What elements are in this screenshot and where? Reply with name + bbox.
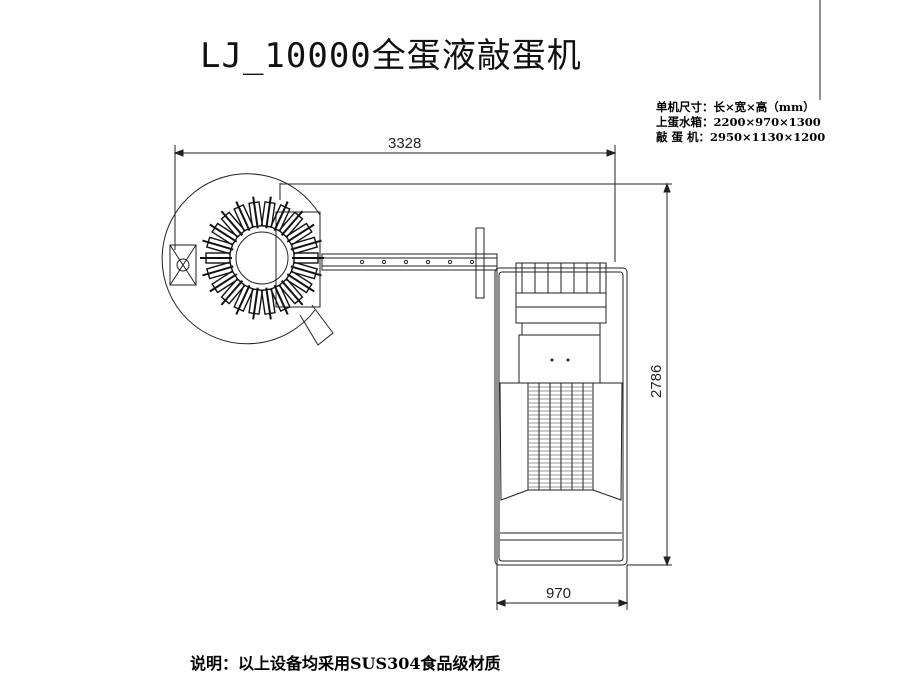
cup-arm <box>209 273 238 293</box>
cracking-cup <box>200 252 232 264</box>
spec-block: 单机尺寸：长×宽×高（mm） 上蛋水箱：2200×970×1300 敲 蛋 机：… <box>656 100 825 145</box>
cup-arm <box>265 196 272 229</box>
dimension-width: 970 <box>495 565 629 610</box>
control-panel <box>518 334 601 384</box>
cracking-cup <box>290 236 322 255</box>
conveyor-hole <box>381 259 387 265</box>
cracking-cup <box>290 261 322 280</box>
dimension-depth-label: 2786 <box>648 365 665 398</box>
cup-arm <box>265 287 272 320</box>
conveyor-crossbar <box>475 227 485 299</box>
cup-arm <box>290 239 322 251</box>
cracking-cup <box>269 284 291 315</box>
cup-arm <box>220 280 244 306</box>
conveyor-hole <box>447 259 453 265</box>
cup-arm <box>235 284 251 315</box>
conveyor-hole <box>425 259 431 265</box>
cup-arm <box>202 265 234 277</box>
spec-header: 单机尺寸：长×宽×高（mm） <box>656 100 815 114</box>
cracking-cup <box>209 270 239 294</box>
cracking-cup <box>278 277 304 306</box>
cracking-cup <box>260 196 276 229</box>
cracking-cup <box>202 236 234 255</box>
cracking-cup <box>233 284 255 315</box>
dimension-depth: 2786 <box>280 182 672 567</box>
cracking-cup <box>285 270 315 294</box>
cracking-rotor <box>161 173 334 346</box>
cracking-cup <box>269 201 291 232</box>
cup-arm <box>290 265 322 277</box>
cracking-cup <box>202 261 234 280</box>
cup-arm <box>280 210 304 236</box>
spec-line: 敲 蛋 机：2950×1130×1200 <box>656 130 826 144</box>
cup-arm <box>235 201 251 232</box>
cracking-cup <box>220 210 246 239</box>
cracking-cup <box>292 252 324 264</box>
drawing-title: LJ_10000全蛋液敲蛋机 <box>200 36 582 76</box>
conveyor-hole <box>403 259 409 265</box>
conveyor-hole <box>359 259 365 265</box>
cup-arm <box>252 287 259 320</box>
conveyor-hole <box>469 259 475 265</box>
cracking-cup <box>278 210 304 239</box>
cracking-cup <box>220 277 246 306</box>
dimension-length-label: 3328 <box>388 135 421 152</box>
cup-arm <box>202 239 234 251</box>
cracking-cup <box>248 287 264 320</box>
conveyor <box>279 183 498 565</box>
cup-arm <box>220 210 244 236</box>
cracking-cup <box>209 222 239 246</box>
dimension-width-label: 970 <box>546 585 571 602</box>
dimension-length: 3328 <box>173 135 617 262</box>
cracking-cup <box>248 196 264 229</box>
material-note: 说明：以上设备均采用SUS304食品级材质 <box>190 654 501 673</box>
cup-arm <box>209 223 238 243</box>
cup-arm <box>286 223 315 243</box>
spec-line: 上蛋水箱：2200×970×1300 <box>656 115 821 129</box>
cracking-cup <box>233 201 255 232</box>
cup-arm <box>273 201 289 232</box>
cracking-cup <box>260 287 276 320</box>
cup-arm <box>252 196 259 229</box>
cup-arm <box>280 280 304 306</box>
cracking-machine <box>494 262 628 566</box>
cup-arm <box>286 273 315 293</box>
cracking-cup <box>285 222 315 246</box>
cup-arm <box>273 284 289 315</box>
